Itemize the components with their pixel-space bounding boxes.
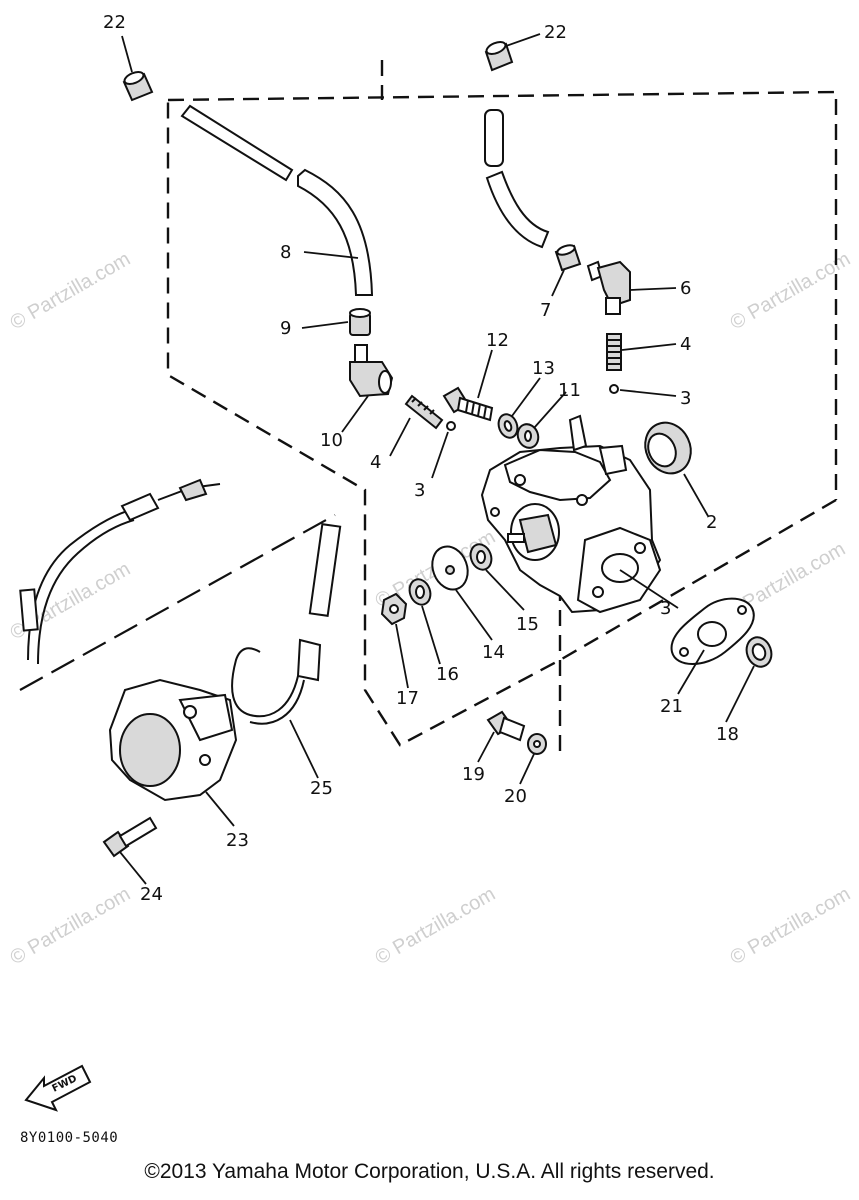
part-label: 8 [280,242,291,263]
watermark: © Partzilla.com [7,883,135,969]
part-17-nut [380,592,408,626]
part-23-pump-cover [108,678,238,802]
forward-arrow-icon: FWD [24,1064,92,1112]
copyright-notice: ©2013 Yamaha Motor Corporation, U.S.A. A… [144,1160,715,1183]
part-label: 17 [396,688,419,709]
part-3-ball [446,421,456,431]
part-label: 10 [320,430,343,451]
part-6-elbow-fitting [586,260,631,315]
part-label: 3 [660,598,671,619]
hose-segment [484,109,550,249]
part-label: 13 [532,358,555,379]
oil-pump-body [480,414,662,614]
part-15-washer [469,543,493,571]
part-24-screw [102,816,158,858]
part-label: 24 [140,884,163,905]
part-21-gasket [670,597,755,665]
part-13-washer [497,413,519,439]
part-label: 12 [486,330,509,351]
part-label: 7 [540,300,551,321]
part-label: 2 [706,512,717,533]
watermark: © Partzilla.com [727,883,855,969]
part-label: 25 [310,778,333,799]
part-10-elbow-fitting [349,344,394,398]
part-19-bolt [486,710,526,742]
part-7-collar [554,244,582,272]
part-12-bolt [442,386,494,422]
part-label: 22 [103,12,126,33]
throttle-cable [19,478,221,665]
part-label: 18 [716,724,739,745]
part-label: 14 [482,642,505,663]
watermark: © Partzilla.com [372,883,500,969]
part-25-oil-pump-cable [231,523,342,725]
part-22-collar [484,41,514,72]
part-label: 16 [436,664,459,685]
part-label: 3 [680,388,691,409]
part-16-washer [408,578,432,606]
part-3-ball [609,384,619,394]
part-label: 9 [280,318,291,339]
part-8-hose [180,104,374,296]
part-11-nut [516,423,540,449]
assembly-boundary [19,514,336,691]
part-number-labels: 22 22 8 9 10 4 3 7 6 4 3 12 13 11 2 15 1… [103,12,739,905]
part-label: 15 [516,614,539,635]
part-4-spring [404,394,444,430]
part-label: 4 [370,452,381,473]
part-18-o-ring [745,636,773,668]
part-2-oil-seal [644,421,692,475]
part-label: 23 [226,830,249,851]
part-20-washer [527,733,547,755]
diagram-code: 8Y0100-5040 [20,1130,119,1146]
part-label: 21 [660,696,683,717]
part-label: 4 [680,334,691,355]
part-14-plate [431,545,469,591]
assembly-boundary [166,90,838,747]
part-22-collar [122,71,154,102]
watermark: © Partzilla.com [7,248,135,334]
part-label: 20 [504,786,527,807]
leader-lines [119,33,755,885]
part-label: 19 [462,764,485,785]
part-label: 6 [680,278,691,299]
part-4-spring [606,333,622,371]
part-label: 3 [414,480,425,501]
part-label: 11 [558,380,581,401]
part-9-collar [349,308,371,336]
part-label: 22 [544,22,567,43]
